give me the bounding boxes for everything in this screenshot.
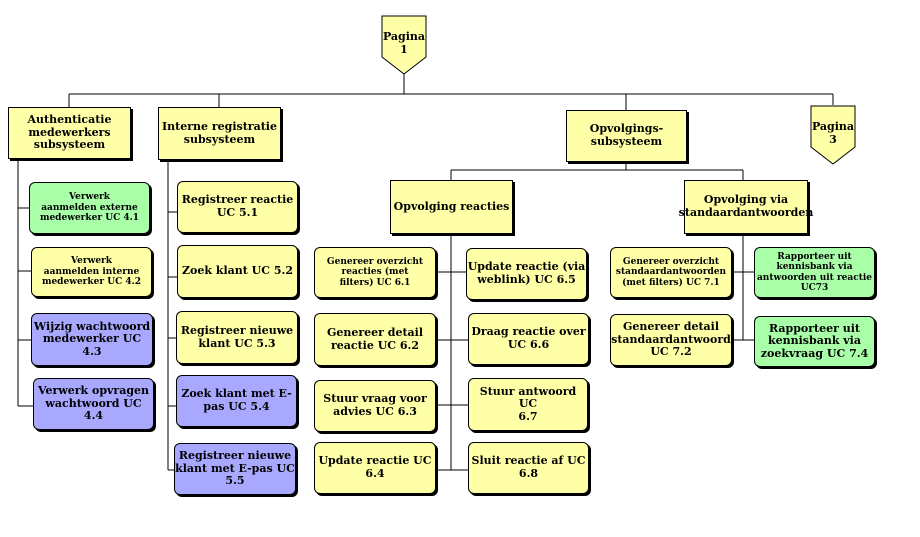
use-case-6-1[interactable]: Genereer overzicht reacties (met filters…	[314, 247, 436, 298]
use-case-5-4[interactable]: Zoek klant met E- pas UC 5.4	[176, 375, 297, 427]
use-case-5-5[interactable]: Registreer nieuwe klant met E-pas UC 5.5	[174, 443, 296, 495]
use-case-4-3[interactable]: Wijzig wachtwoord medewerker UC 4.3	[31, 313, 153, 366]
use-case-6-7[interactable]: Stuur antwoord UC 6.7	[468, 378, 588, 431]
use-case-4-4[interactable]: Verwerk opvragen wachtwoord UC 4.4	[33, 378, 154, 430]
use-case-6-8[interactable]: Sluit reactie af UC 6.8	[468, 442, 589, 494]
use-case-7-1[interactable]: Genereer overzicht standaardantwoorden (…	[610, 247, 732, 298]
use-case-6-6[interactable]: Draag reactie over UC 6.6	[468, 313, 589, 365]
use-case-6-5[interactable]: Update reactie (via weblink) UC 6.5	[466, 248, 587, 300]
subsystem-opvolgings[interactable]: Opvolgings- subsysteem	[566, 110, 687, 162]
use-case-6-3[interactable]: Stuur vraag voor advies UC 6.3	[314, 380, 436, 432]
subgroup-opvolging-reacties[interactable]: Opvolging reacties	[390, 180, 513, 234]
use-case-5-2[interactable]: Zoek klant UC 5.2	[177, 245, 298, 298]
page-connector-3-label: Pagina 3	[811, 120, 855, 146]
subsystem-authenticatie[interactable]: Authenticatie medewerkers subsysteem	[8, 107, 131, 159]
use-case-5-3[interactable]: Registreer nieuwe klant UC 5.3	[176, 311, 298, 364]
use-case-7-4[interactable]: Rapporteer uit kennisbank via zoekvraag …	[754, 316, 875, 367]
page-connector-1-label: Pagina 1	[382, 30, 426, 56]
subgroup-opvolging-standaardantwoorden[interactable]: Opvolging via standaardantwoorden	[679, 180, 813, 234]
use-case-7-2[interactable]: Genereer detail standaardantwoord UC 7.2	[610, 314, 732, 366]
use-case-4-1[interactable]: Verwerk aanmelden externe medewerker UC …	[29, 182, 150, 234]
use-case-4-2[interactable]: Verwerk aanmelden interne medewerker UC …	[31, 247, 152, 297]
page-connector-3[interactable]: Pagina 3	[810, 105, 856, 165]
use-case-7-3[interactable]: Rapporteer uit kennisbank via antwoorden…	[754, 247, 875, 298]
page-connector-1[interactable]: Pagina 1	[381, 15, 427, 75]
use-case-5-1[interactable]: Registreer reactie UC 5.1	[177, 181, 298, 233]
use-case-6-4[interactable]: Update reactie UC 6.4	[314, 442, 436, 494]
use-case-6-2[interactable]: Genereer detail reactie UC 6.2	[314, 313, 436, 366]
subsystem-interne-registratie[interactable]: Interne registratie subsysteem	[158, 107, 281, 160]
